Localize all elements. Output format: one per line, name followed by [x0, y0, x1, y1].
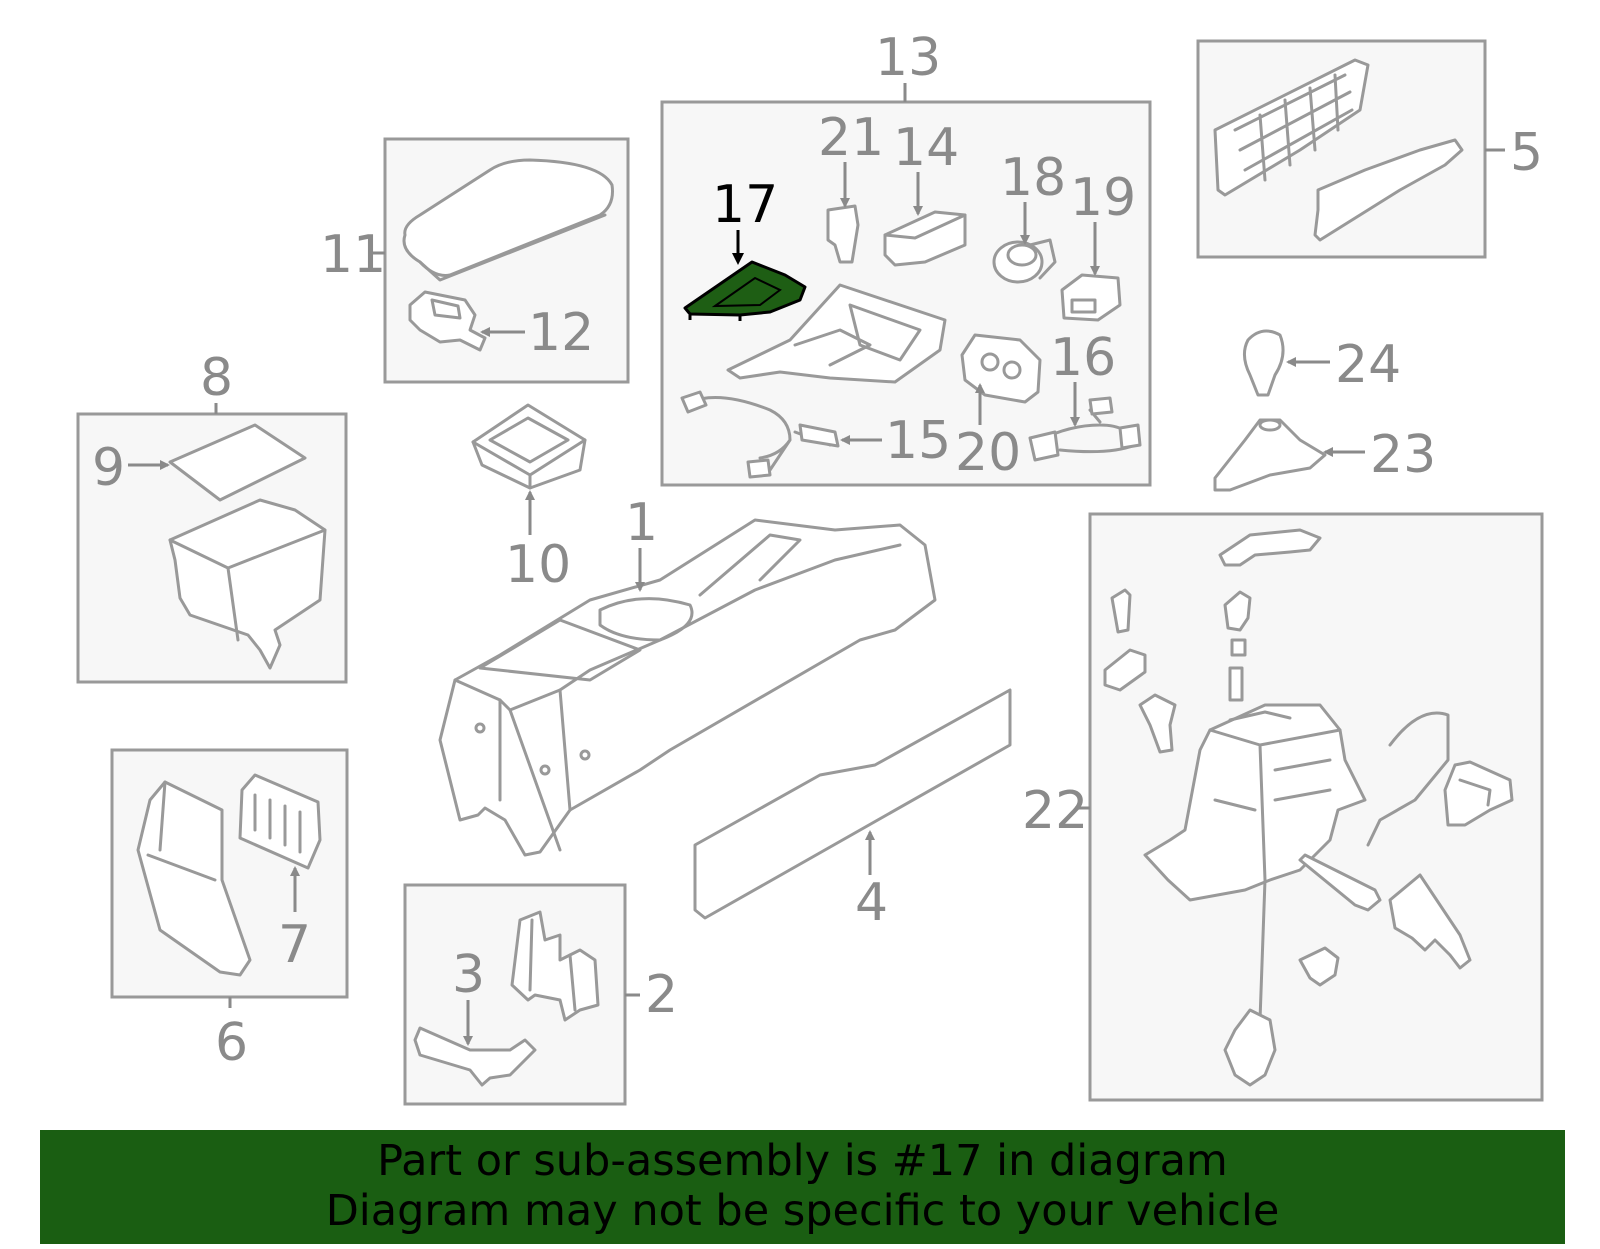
callout-4: 4: [855, 873, 888, 933]
info-banner: Part or sub-assembly is #17 in diagram D…: [40, 1130, 1565, 1244]
group-box-5: [1196, 39, 1487, 259]
part-8-bin[interactable]: [168, 498, 327, 670]
group-box-6: [110, 748, 349, 999]
callout-17: 17: [712, 175, 778, 235]
part-17-highlighted[interactable]: [683, 260, 807, 317]
callout-10: 10: [505, 535, 571, 595]
part-19-usb[interactable]: [1060, 273, 1122, 322]
part-6-rear-cover[interactable]: [136, 780, 252, 977]
part-2-bracket[interactable]: [510, 910, 600, 1022]
group-box-11: [383, 137, 630, 384]
callout-14: 14: [893, 118, 959, 178]
callout-5: 5: [1510, 123, 1543, 183]
callout-16: 16: [1050, 328, 1116, 388]
callout-9: 9: [92, 438, 125, 498]
callout-6: 6: [215, 1013, 248, 1073]
banner-line-2: Diagram may not be specific to your vehi…: [325, 1186, 1280, 1236]
callout-2: 2: [645, 965, 678, 1025]
part-22-trim[interactable]: [1218, 528, 1322, 567]
part-21-clip[interactable]: [826, 204, 860, 264]
part-5-trim[interactable]: [1213, 58, 1370, 197]
banner-line-1: Part or sub-assembly is #17 in diagram: [377, 1136, 1228, 1186]
callout-19: 19: [1070, 168, 1136, 228]
part-24-shift-knob[interactable]: [1243, 329, 1285, 397]
callout-24: 24: [1335, 335, 1401, 395]
callout-18: 18: [1000, 148, 1066, 208]
callout-1: 1: [625, 493, 658, 553]
callout-8: 8: [200, 348, 233, 408]
callout-13: 13: [875, 28, 941, 88]
part-9-mat[interactable]: [168, 423, 307, 502]
callout-15: 15: [885, 411, 951, 471]
part-4-side-panel[interactable]: [693, 688, 1012, 920]
callout-22: 22: [1022, 781, 1088, 841]
group-box-8: [76, 412, 348, 684]
group-box-22: [1088, 512, 1544, 1102]
callout-3: 3: [452, 945, 485, 1005]
group-box-13: [660, 100, 1152, 487]
part-18-socket[interactable]: [992, 238, 1057, 284]
part-12-latch[interactable]: [408, 290, 487, 352]
part-3-bracket[interactable]: [413, 1026, 537, 1087]
callout-20: 20: [955, 423, 1021, 483]
callout-12: 12: [528, 303, 594, 363]
group-box-2: [403, 883, 627, 1106]
part-10-tray[interactable]: [471, 403, 587, 490]
callout-23: 23: [1370, 425, 1436, 485]
callout-7: 7: [278, 915, 311, 975]
callout-11: 11: [320, 225, 386, 285]
callout-21: 21: [818, 108, 884, 168]
part-1-console-body[interactable]: [438, 518, 937, 857]
